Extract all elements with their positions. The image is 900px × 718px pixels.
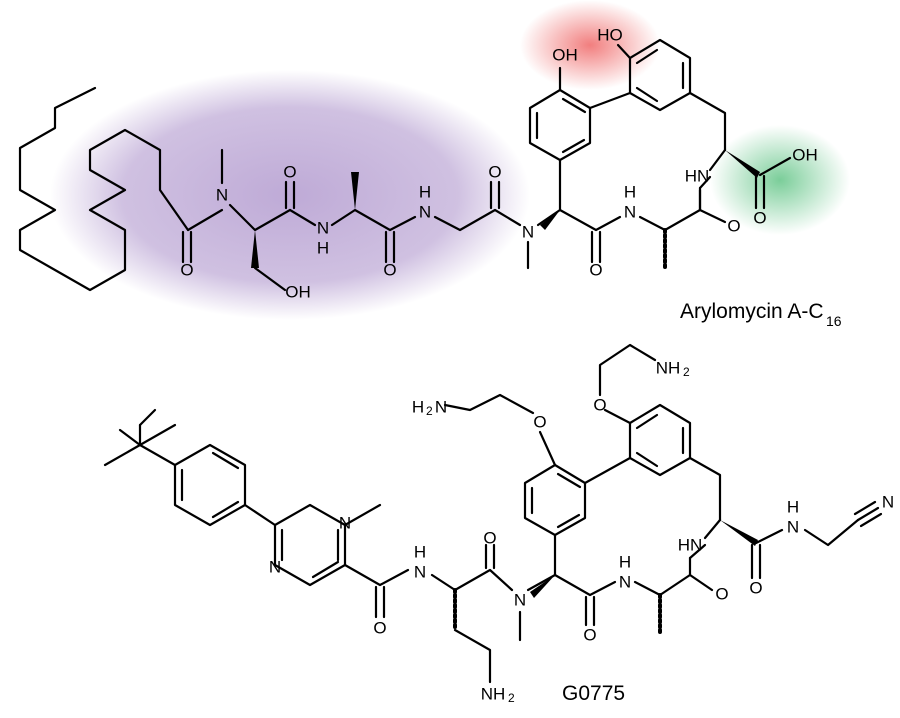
atom-n: N [216,186,228,205]
atom-o: O [715,585,728,604]
atom-h: H [624,183,636,202]
phenol-highlight [520,0,660,90]
atom-h: H [414,543,426,562]
atom-o: O [749,579,762,598]
atom-n: N [317,219,329,238]
atom-h: H [317,239,329,258]
atom-n: N [339,514,351,533]
g0775-bonds [103,343,883,684]
atom-o: O [483,529,496,548]
compound-name-subscript: 16 [826,313,842,329]
atom-h: H [619,553,631,572]
atom-n: N [787,518,799,537]
atom-subscript: 2 [683,365,690,379]
atom-o: O [753,209,766,228]
acid-highlight [710,125,850,235]
atom-n: N [435,398,447,417]
atom-o: O [589,261,602,280]
atom-o: O [533,413,546,432]
atom-subscript: 2 [508,691,515,705]
atom-hn: HN [678,536,703,555]
atom-o: O [488,163,501,182]
atom-oh: OH [285,283,311,302]
arylomycin-bonds [18,38,792,292]
atom-nh: NH [656,359,681,378]
atom-h: H [787,498,799,517]
atom-o: O [383,261,396,280]
atom-o: O [373,619,386,638]
atom-subscript: 2 [426,404,433,418]
atom-oh: OH [792,146,818,165]
atom-n: N [624,203,636,222]
lipopeptide-highlight [50,70,530,320]
atom-n: N [419,203,431,222]
atom-n: N [619,573,631,592]
atom-hn: HN [685,167,710,186]
atom-n: N [522,223,534,242]
atom-o: O [283,163,296,182]
atom-n: N [882,493,894,512]
atom-n: N [269,558,281,577]
atom-n: N [414,563,426,582]
atom-oh: OH [552,46,578,65]
atom-nh: NH [481,685,506,704]
arylomycin-labels: N O OH O N H O N H O N O N H O HN OH HO … [180,26,841,330]
atom-ho: HO [597,26,623,45]
compound-name-arylomycin: Arylomycin A-C [680,300,824,323]
atom-h: H [412,398,424,417]
compound-name-g0775: G0775 [562,682,625,705]
atom-o: O [180,261,193,280]
atom-h: H [419,183,431,202]
atom-o: O [593,396,606,415]
atom-n: N [514,591,526,610]
g0775-labels: N N O N H NH 2 O N O N H O HN O N H N O … [269,359,894,706]
atom-o: O [583,626,596,645]
atom-o: O [727,217,740,236]
